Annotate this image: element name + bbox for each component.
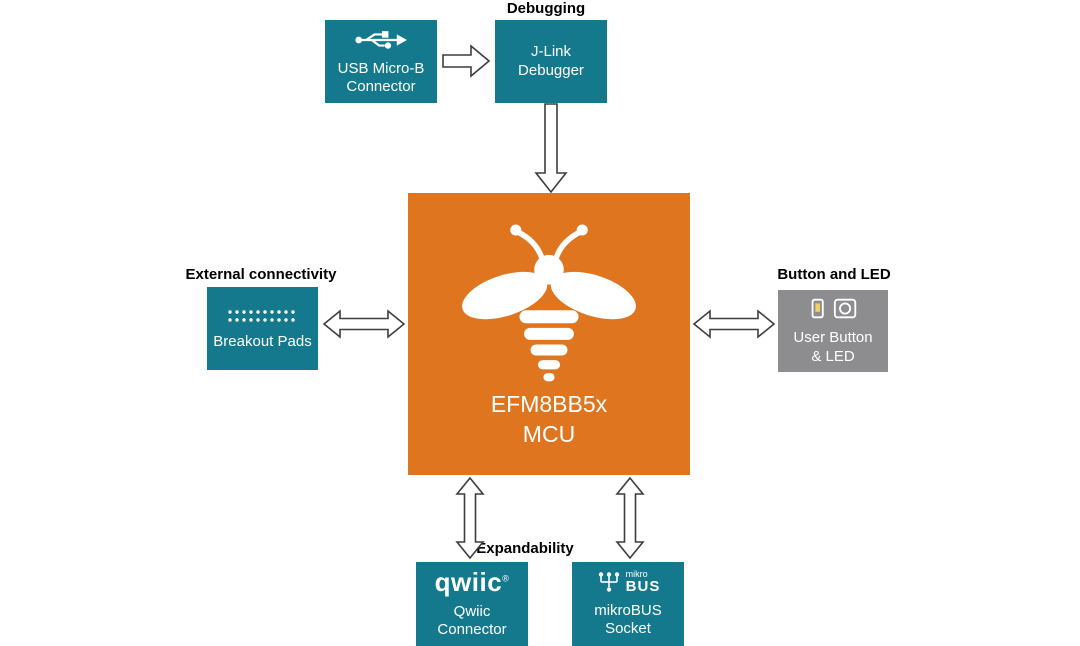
breakout-pads-icon — [224, 306, 302, 326]
arrow-usb-to-jlink — [442, 44, 491, 78]
bee-logo-icon — [456, 218, 642, 386]
node-usb-micro-b-connector: USB Micro-B Connector — [325, 20, 437, 103]
usb-icon — [353, 27, 409, 53]
registered-mark: ® — [502, 573, 510, 584]
node-label: EFM8BB5x MCU — [490, 391, 608, 447]
section-label-external-connectivity: External connectivity — [185, 266, 337, 283]
node-breakout-pads: Breakout Pads — [207, 287, 318, 370]
arrow-breakout-to-mcu — [322, 309, 406, 339]
node-label: Qwiic Connector — [437, 602, 507, 638]
arrow-mcu-to-mikrobus — [615, 476, 645, 560]
button-and-led-icon — [803, 296, 863, 322]
node-label: USB Micro-B Connector — [337, 59, 425, 95]
section-label-debugging: Debugging — [506, 0, 586, 17]
qwiic-logo: qwiic® — [434, 566, 510, 597]
node-jlink-debugger: J-Link Debugger — [495, 20, 607, 103]
node-label: mikroBUS Socket — [594, 601, 662, 637]
section-label-button-and-led: Button and LED — [777, 266, 891, 283]
mikrobus-icon — [598, 572, 619, 592]
node-qwiic-connector: qwiic® Qwiic Connector — [416, 562, 528, 646]
mikrobus-logo: mikro BUS — [596, 569, 661, 594]
node-efm8bb5x-mcu: EFM8BB5x MCU — [408, 193, 690, 475]
section-label-expandability: Expandability — [476, 540, 574, 557]
arrow-mcu-to-button-led — [692, 309, 776, 339]
node-user-button-led: User Button & LED — [778, 290, 888, 372]
arrow-jlink-to-mcu — [534, 103, 568, 194]
node-mikrobus-socket: mikro BUS mikroBUS Socket — [572, 562, 684, 646]
node-label: J-Link Debugger — [518, 43, 584, 79]
node-label: Breakout Pads — [213, 332, 312, 350]
node-label: User Button & LED — [793, 329, 873, 365]
